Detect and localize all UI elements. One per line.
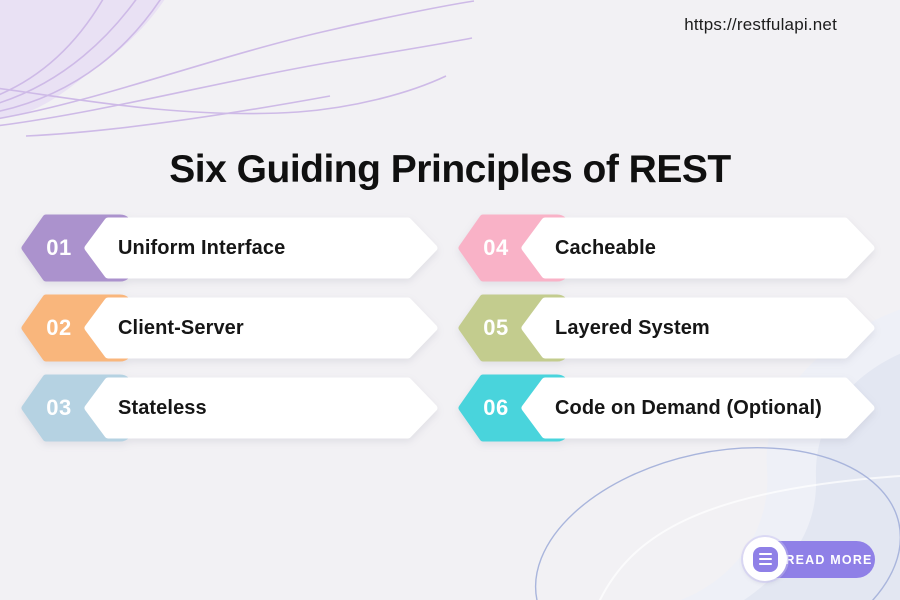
principle-item-03: 03 Stateless: [18, 374, 442, 442]
principle-item-02: 02 Client-Server: [18, 294, 442, 362]
principle-number: 01: [46, 235, 72, 260]
label-arrow-shape: [84, 217, 438, 279]
read-more-icon-circle[interactable]: [743, 537, 787, 581]
label-arrow-shape: [521, 297, 875, 359]
principle-label: Stateless: [118, 396, 207, 419]
label-arrow-shape: [521, 217, 875, 279]
principle-number: 02: [46, 315, 72, 340]
principle-label: Cacheable: [555, 236, 656, 259]
document-lines-icon: [752, 546, 778, 572]
label-arrow-shape: [84, 297, 438, 359]
principle-item-01: 01 Uniform Interface: [18, 214, 442, 282]
principle-number: 05: [483, 315, 509, 340]
principle-number: 03: [46, 395, 72, 420]
principle-label: Uniform Interface: [118, 236, 286, 259]
principle-item-06: 06 Code on Demand (Optional): [455, 374, 879, 442]
site-url: https://restfulapi.net: [684, 15, 837, 34]
page-title: Six Guiding Principles of REST: [169, 148, 731, 192]
read-more-label: READ MORE: [785, 552, 873, 567]
label-arrow-shape: [521, 377, 875, 439]
principle-label: Layered System: [555, 316, 710, 339]
principle-number: 04: [483, 235, 509, 260]
principle-label: Client-Server: [118, 316, 244, 339]
principle-item-05: 05 Layered System: [455, 294, 879, 362]
label-arrow-shape: [84, 377, 438, 439]
read-more-button[interactable]: READ MORE: [740, 534, 875, 584]
corner-blob-top-left: [0, 0, 475, 137]
principle-label: Code on Demand (Optional): [555, 396, 822, 419]
principle-number: 06: [483, 395, 509, 420]
wavy-lines: [0, 0, 475, 137]
lavender-blob-shape: [0, 0, 165, 118]
principle-item-04: 04 Cacheable: [455, 214, 879, 282]
